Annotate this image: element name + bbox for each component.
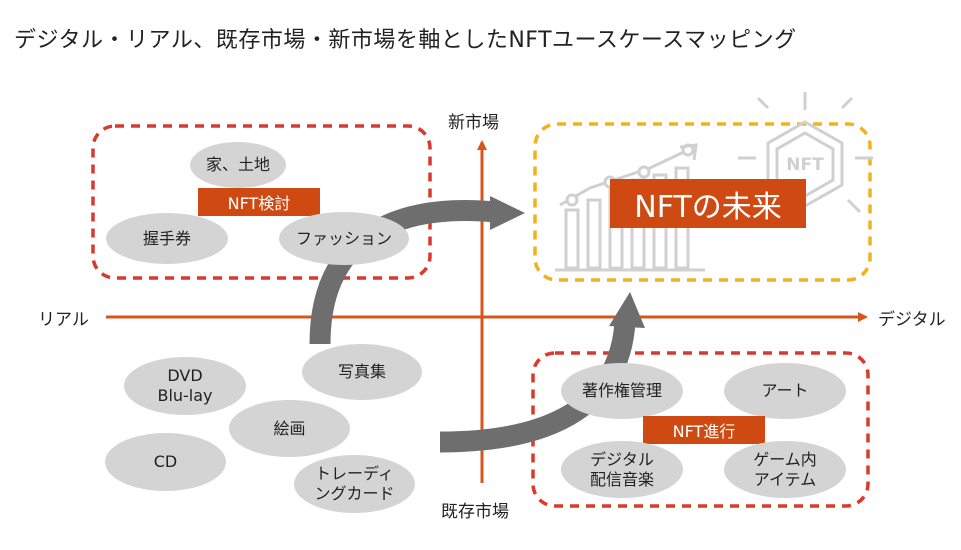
curved-arrow-lower (439, 292, 645, 453)
item-photobook: 写真集 (302, 344, 422, 400)
item-house-land: 家、土地 (190, 142, 286, 188)
growth-chart-icon (555, 143, 705, 272)
item-in-game-items: ゲーム内 アイテム (724, 441, 846, 498)
item-trading-card: トレーディ ングカード (294, 455, 415, 513)
axis-label-real: リアル (38, 310, 89, 330)
nft-future-label: NFTの未来 (610, 179, 806, 228)
item-digital-music-distribution: デジタル 配信音楽 (561, 441, 683, 498)
item-fashion: ファッション (279, 212, 409, 265)
tag-nft-in-progress: NFT進行 (643, 416, 765, 444)
axis-label-existing-market: 既存市場 (441, 502, 509, 522)
axis-label-digital: デジタル (878, 310, 946, 330)
item-dvd-bluray: DVD Blu-lay (124, 357, 246, 415)
item-painting: 絵画 (229, 400, 350, 457)
top-right-dashed-box (533, 122, 872, 282)
page-title: デジタル・リアル、既存市場・新市場を軸としたNFTユースケースマッピング (14, 28, 797, 53)
item-copyright-management: 著作権管理 (561, 363, 683, 419)
axis-label-new-market: 新市場 (448, 113, 499, 133)
item-cd: CD (105, 433, 226, 491)
tag-nft-considering: NFT検討 (198, 188, 320, 216)
item-handshake-ticket: 握手券 (106, 213, 228, 264)
nft-hexagon-label: NFT (786, 155, 824, 175)
item-art: アート (724, 363, 846, 419)
top-left-dashed-box (91, 124, 432, 280)
